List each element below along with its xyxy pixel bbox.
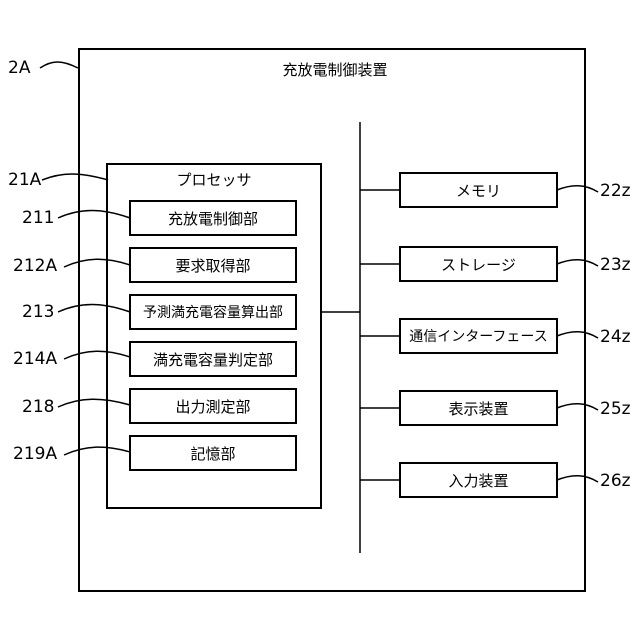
peripheral-memory: メモリ bbox=[399, 172, 558, 208]
peripheral-ref-24z: 24z bbox=[600, 327, 631, 347]
module-request-acquisition: 要求取得部 bbox=[129, 247, 297, 283]
module-ref-213: 213 bbox=[22, 302, 54, 322]
module-charge-discharge-control: 充放電制御部 bbox=[129, 200, 297, 236]
peripheral-ref-23z: 23z bbox=[600, 255, 631, 275]
peripheral-comm-interface: 通信インターフェース bbox=[399, 318, 558, 354]
peripheral-ref-22z: 22z bbox=[600, 181, 631, 201]
device-ref: 2A bbox=[8, 58, 30, 78]
module-ref-219A: 219A bbox=[13, 444, 57, 464]
module-capacity-judgement: 満充電容量判定部 bbox=[129, 341, 297, 377]
module-predicted-capacity-calc: 予測満充電容量算出部 bbox=[129, 294, 297, 330]
leader-device bbox=[40, 62, 78, 68]
module-output-measurement: 出力測定部 bbox=[129, 388, 297, 424]
peripheral-ref-25z: 25z bbox=[600, 399, 631, 419]
peripheral-storage: ストレージ bbox=[399, 246, 558, 282]
processor-title: プロセッサ bbox=[106, 169, 322, 190]
module-ref-212A: 212A bbox=[13, 256, 57, 276]
processor-ref: 21A bbox=[8, 170, 41, 190]
module-ref-214A: 214A bbox=[13, 349, 57, 369]
peripheral-display: 表示装置 bbox=[399, 390, 558, 426]
module-ref-218: 218 bbox=[22, 397, 54, 417]
peripheral-ref-26z: 26z bbox=[600, 471, 631, 491]
module-storage-unit: 記憶部 bbox=[129, 435, 297, 471]
peripheral-input: 入力装置 bbox=[399, 462, 558, 498]
module-ref-211: 211 bbox=[22, 208, 54, 228]
device-title: 充放電制御装置 bbox=[260, 59, 410, 80]
